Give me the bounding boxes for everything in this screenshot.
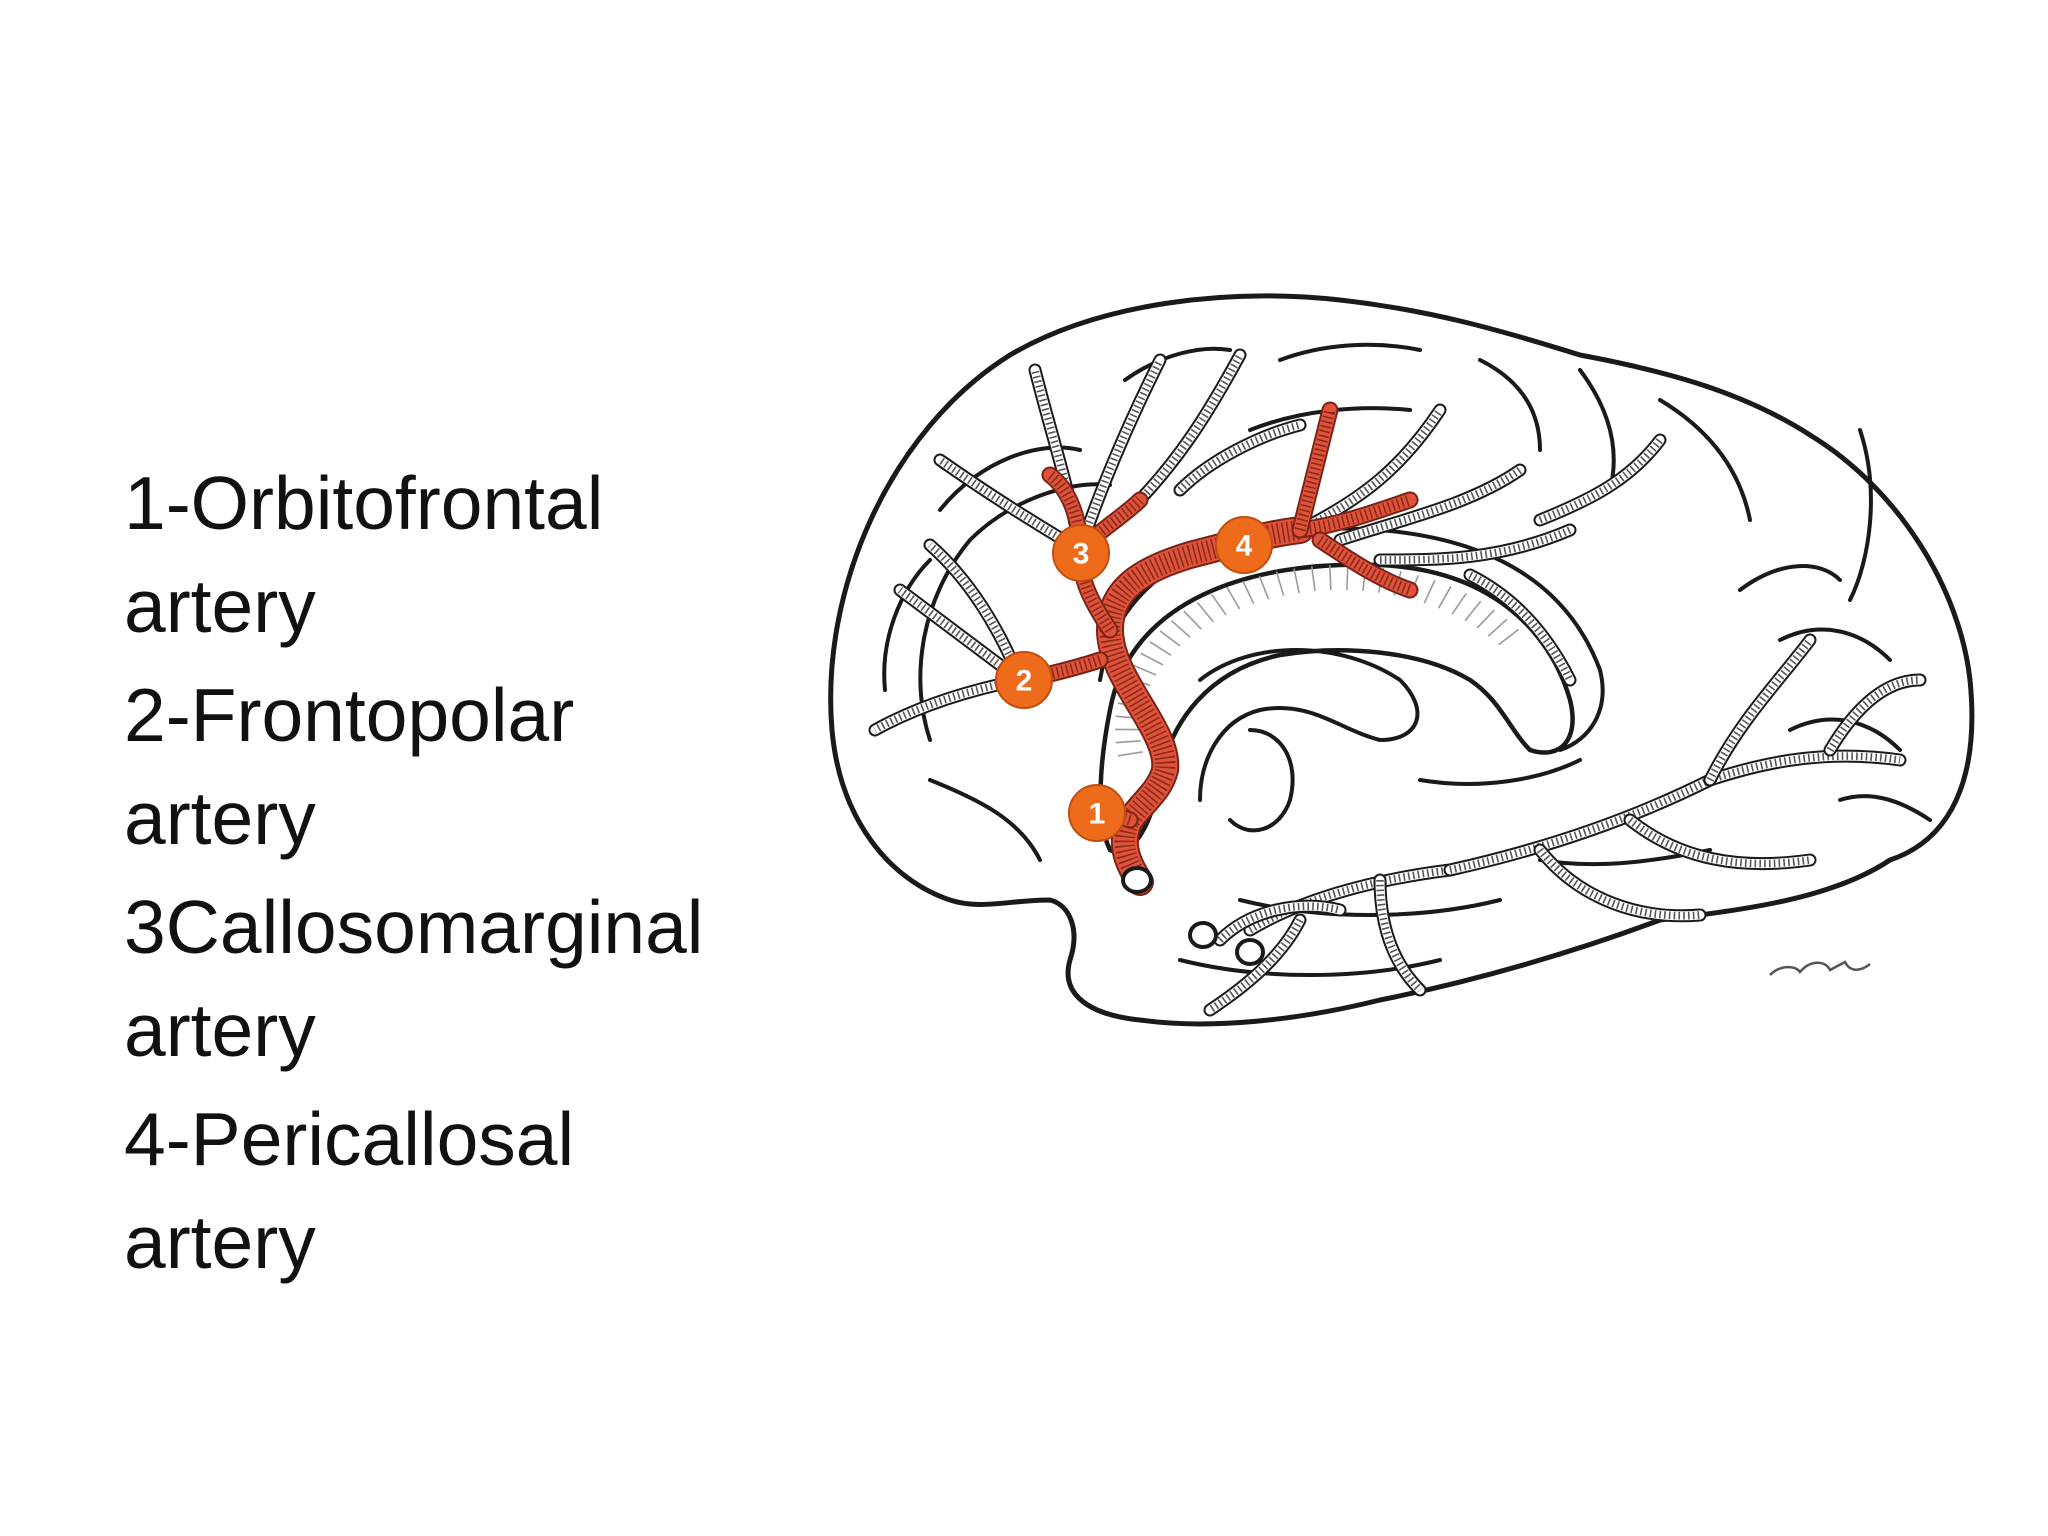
artist-signature xyxy=(1769,960,1871,976)
callosal-fiber-line xyxy=(1183,610,1202,630)
highlighted-branch-6-fill xyxy=(1293,403,1337,537)
callosal-fiber-line xyxy=(1149,641,1172,656)
brain-medial-view-diagram: 1 2 3 4 xyxy=(828,293,1975,1027)
legend-item-frontopolar: 2-Frontopolar artery xyxy=(124,664,784,870)
corpus-callosum xyxy=(1098,562,1575,854)
marker-1-label: 1 xyxy=(1089,798,1106,831)
artery-branch-7-hatching xyxy=(1127,353,1244,513)
marker-2-circle xyxy=(995,651,1053,709)
artery-branch-22 xyxy=(1823,673,1927,757)
legend-item-orbitofrontal-name: 1-Orbitofrontal xyxy=(124,461,604,545)
highlighted-branch-5-fill xyxy=(1293,493,1417,537)
legend-item-frontopolar-suffix: artery xyxy=(124,776,316,860)
artery-branch-20-hatching xyxy=(1207,918,1304,1014)
legend-item-frontopolar-name: 2-Frontopolar xyxy=(124,673,575,757)
callosal-fiber-line xyxy=(1437,586,1452,609)
callosal-fiber-line xyxy=(1311,566,1316,592)
callosal-fiber-line xyxy=(1258,575,1270,600)
callosal-fiber-line xyxy=(1487,618,1508,637)
marker-3-circle xyxy=(1052,524,1110,582)
callosal-fiber-line xyxy=(1423,580,1436,604)
artery-branch-22-fill xyxy=(1825,675,1925,755)
vessel-stumps xyxy=(1121,866,1265,966)
legend-item-callosomarginal-name: 3Callosomarginal xyxy=(124,885,704,969)
marker-3-label: 3 xyxy=(1073,538,1090,571)
artery-legend: 1-Orbitofrontal artery 2-Frontopolar art… xyxy=(124,452,784,1300)
artery-branch-14-hatching xyxy=(1248,866,1451,934)
callosal-fiber-line xyxy=(1328,565,1332,591)
artery-branch-18-hatching xyxy=(1537,847,1701,920)
callosal-fiber-line xyxy=(1196,601,1214,623)
callosal-fiber-line xyxy=(1293,568,1300,594)
artery-branch-5-hatching xyxy=(1031,369,1084,551)
legend-item-pericallosal-name: 4-Pericallosal xyxy=(124,1097,575,1181)
artery-branch-11-hatching xyxy=(1379,526,1572,564)
artery-branch-1-hatching xyxy=(873,676,1021,734)
marker-3: 3 xyxy=(1052,524,1110,582)
legend-item-callosomarginal-suffix: artery xyxy=(124,988,316,1072)
artery-branch-15-hatching xyxy=(1449,776,1712,874)
legend-item-pericallosal: 4-Pericallosal artery xyxy=(124,1088,784,1294)
marker-1: 1 xyxy=(1068,784,1126,842)
marker-4: 4 xyxy=(1215,516,1273,574)
other-cerebral-arteries xyxy=(868,348,1927,1017)
artery-branch-19-hatching xyxy=(1376,879,1423,993)
artery-branch-21-hatching xyxy=(1706,637,1814,782)
marker-2-label: 2 xyxy=(1016,665,1033,698)
callosal-fiber-line xyxy=(1117,751,1143,757)
marker-1-circle xyxy=(1068,784,1126,842)
artery-branch-13-fill xyxy=(1535,435,1665,525)
marker-4-label: 4 xyxy=(1236,530,1253,563)
marker-4-circle xyxy=(1215,516,1273,574)
fornix xyxy=(1198,648,1420,802)
callosal-fiber-line xyxy=(1498,628,1519,646)
callosal-fiber-line xyxy=(1464,600,1482,622)
callosal-fiber-line xyxy=(1170,620,1191,638)
thalamic-outline xyxy=(1228,728,1295,833)
callosal-fiber-line xyxy=(1140,652,1164,666)
callosal-fiber-line xyxy=(1346,565,1349,591)
artery-branch-23-fill xyxy=(1215,901,1345,945)
artery-branch-12-hatching xyxy=(1468,571,1574,682)
artery-branch-6-hatching xyxy=(1076,358,1164,552)
artery-branch-14 xyxy=(1243,863,1457,937)
brain-outline xyxy=(828,293,1975,1027)
artery-branch-8-hatching xyxy=(1177,421,1301,493)
callosal-fiber-line xyxy=(1115,739,1141,744)
callosal-fiber-line xyxy=(1242,580,1255,605)
artery-markers: 1 2 3 4 xyxy=(995,516,1273,842)
artery-branch-10-fill xyxy=(1335,465,1525,545)
artery-branch-17-hatching xyxy=(1627,817,1811,868)
callosal-fiber-line xyxy=(1476,609,1495,629)
callosal-fiber-line xyxy=(1132,664,1157,676)
callosal-fiber-line xyxy=(1226,586,1241,610)
callosal-fiber-line xyxy=(1451,592,1467,615)
artery-branch-3-hatching xyxy=(927,542,1024,682)
legend-item-orbitofrontal-suffix: artery xyxy=(124,564,316,648)
legend-item-callosomarginal: 3Callosomarginal artery xyxy=(124,876,784,1082)
calcarine-region-line xyxy=(1848,428,1873,602)
marker-2: 2 xyxy=(995,651,1053,709)
legend-item-pericallosal-suffix: artery xyxy=(124,1200,316,1284)
artery-branch-9-hatching xyxy=(1298,407,1444,534)
callosal-fiber-line xyxy=(1275,571,1285,596)
artery-branch-16-hatching xyxy=(1708,752,1901,784)
callosal-fiber-line xyxy=(1211,593,1227,616)
legend-item-orbitofrontal: 1-Orbitofrontal artery xyxy=(124,452,784,658)
highlighted-branch-7-hatching xyxy=(1316,535,1412,596)
callosal-fiber-line xyxy=(1159,630,1181,647)
